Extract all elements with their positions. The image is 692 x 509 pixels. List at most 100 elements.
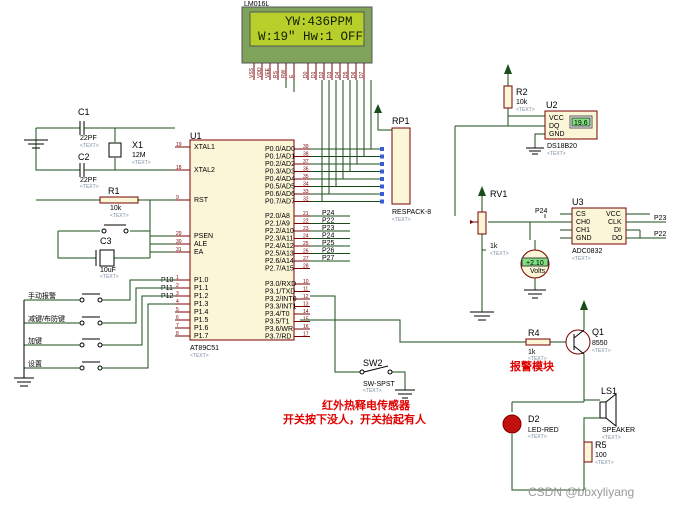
u3-pin-clk: CLK bbox=[608, 219, 622, 226]
key-button-4[interactable]: 设置 bbox=[24, 303, 175, 371]
u3-net-cs: P24 bbox=[535, 208, 548, 215]
u1-pin-number: 26 bbox=[303, 249, 309, 255]
u1-pin-name: P3.6/WR bbox=[265, 326, 293, 333]
ls1-part: SPEAKER bbox=[602, 427, 635, 434]
rp1-part: RESPACK-8 bbox=[392, 209, 431, 216]
r1-text: <TEXT> bbox=[110, 213, 129, 219]
u1-pin-name: P2.0/A8 bbox=[265, 213, 290, 220]
u1-pin-name: P2.7/A15 bbox=[265, 266, 294, 273]
u2-pin-vcc: VCC bbox=[549, 115, 564, 122]
u2-display-reading: 19.6 bbox=[574, 120, 588, 127]
u1-pin-number: 31 bbox=[176, 247, 182, 253]
u1-pin-name: P0.0/AD0 bbox=[265, 146, 295, 153]
key-button-3[interactable]: 加键 bbox=[24, 295, 175, 348]
u1-pin-number: 30 bbox=[176, 239, 182, 245]
sw2-ref: SW2 bbox=[363, 358, 383, 368]
u1-right-pins: 39P0.0/AD038P0.1/AD137P0.2/AD236P0.3/AD3… bbox=[265, 144, 350, 341]
u1-pin-number: 13 bbox=[303, 302, 309, 308]
u1-p2-net: P26 bbox=[322, 248, 335, 255]
u1-pin-name: P3.3/INT1 bbox=[265, 304, 297, 311]
u1-body bbox=[189, 139, 295, 341]
lcd-pin-label: D3 bbox=[327, 71, 333, 78]
u1-p2-net: P24 bbox=[322, 233, 335, 240]
q1-value: 8550 bbox=[592, 340, 608, 347]
adc-section: RV1 1k <TEXT> +2.10 Volts U3 CS CH0 CH1 … bbox=[454, 186, 667, 321]
ground-symbol-keys bbox=[14, 300, 34, 387]
u1-pin-number: 5 bbox=[176, 307, 179, 313]
d2-led bbox=[502, 414, 522, 434]
r2-body bbox=[503, 85, 513, 109]
r2-text: <TEXT> bbox=[516, 107, 535, 113]
rv1-value: 1k bbox=[490, 243, 498, 250]
speaker-icon bbox=[605, 392, 617, 428]
rp1-body bbox=[391, 127, 411, 205]
u2-ref: U2 bbox=[546, 100, 558, 110]
lcd-line-1: YW:436PPM bbox=[285, 15, 353, 29]
u1-pin-name: P1.0 bbox=[194, 277, 209, 284]
lcd-pin-label: D2 bbox=[319, 71, 325, 78]
u3-pin-ch0: CH0 bbox=[576, 219, 590, 226]
key-button-1[interactable]: 手动报警 bbox=[24, 279, 175, 303]
u1-pin-number: 9 bbox=[176, 195, 179, 201]
q1-ref: Q1 bbox=[592, 327, 604, 337]
u1-pin-name: P3.4/T0 bbox=[265, 311, 290, 318]
u1-pin-number: 11 bbox=[303, 287, 308, 293]
r2-value: 10k bbox=[516, 99, 528, 106]
u1-pin-number: 4 bbox=[176, 299, 179, 305]
key-label: 加键 bbox=[28, 336, 42, 345]
rp1-ref: RP1 bbox=[392, 116, 410, 126]
pir-switch[interactable]: SW2 SW-SPST <TEXT> bbox=[310, 295, 415, 399]
u1-pin-number: 39 bbox=[303, 144, 309, 150]
r5-ref: R5 bbox=[595, 440, 607, 450]
u1-pin-number: 29 bbox=[176, 231, 182, 237]
c3-text: <TEXT> bbox=[100, 274, 119, 280]
u1-pin-name: PSEN bbox=[194, 233, 213, 240]
lcd-pin-label: D7 bbox=[359, 71, 365, 78]
c3-body bbox=[99, 249, 115, 267]
key-button-2[interactable]: 减键/布防键 bbox=[24, 287, 175, 326]
u1-pin-number: 18 bbox=[176, 165, 182, 171]
u1-pin-name: P3.7/RD bbox=[265, 334, 291, 341]
u3-body bbox=[571, 207, 627, 245]
u1-pin-number: 28 bbox=[303, 264, 309, 270]
u1-pin-number: 24 bbox=[303, 234, 309, 240]
r4-text: <TEXT> bbox=[528, 356, 547, 362]
rp1-respack: RP1 RESPACK-8 <TEXT> bbox=[374, 104, 431, 223]
u1-pin-number: 10 bbox=[303, 279, 309, 285]
c1-value: 22PF bbox=[80, 135, 97, 142]
u1-pin-name: P1.7 bbox=[194, 333, 209, 340]
u1-pin-name: P0.4/AD4 bbox=[265, 176, 295, 183]
u1-pin-name: P1.6 bbox=[194, 325, 209, 332]
u1-pin-name: P2.1/A9 bbox=[265, 221, 290, 228]
lcd-line-2: W:19" Hw:1 OFF bbox=[258, 30, 363, 44]
u1-pin-name: P1.2 bbox=[194, 293, 209, 300]
u1-p2-net: P22 bbox=[322, 218, 335, 225]
alarm-circuit: R4 1k <TEXT> Q1 8550 <TEXT> LS1 SPEAKER … bbox=[300, 300, 635, 491]
r2-ref: R2 bbox=[516, 87, 528, 97]
lcd-pin-label: D4 bbox=[335, 71, 341, 78]
u1-pin-name: P2.4/A12 bbox=[265, 243, 294, 250]
u1-part: AT89C51 bbox=[190, 345, 219, 352]
u1-pin-number: 27 bbox=[303, 256, 309, 262]
u1-pin-name: P2.2/A10 bbox=[265, 228, 294, 235]
u1-pin-name: XTAL1 bbox=[194, 144, 215, 151]
u1-pin-name: P1.3 bbox=[194, 301, 209, 308]
u1-pin-name: P1.4 bbox=[194, 309, 209, 316]
sw2-text: <TEXT> bbox=[363, 388, 382, 394]
u1-ref: U1 bbox=[190, 131, 202, 141]
c1-ref: C1 bbox=[78, 107, 90, 117]
u1-pin-number: 14 bbox=[303, 309, 309, 315]
u2-part: DS18B20 bbox=[547, 143, 577, 150]
r1-value: 10k bbox=[110, 205, 122, 212]
u2-pin-dq: DQ bbox=[549, 123, 560, 130]
lcd-screen bbox=[249, 11, 365, 47]
u3-pin-do: DO bbox=[612, 235, 623, 242]
u2-display bbox=[571, 117, 591, 127]
u1-pin-number: 21 bbox=[303, 211, 309, 217]
u1-pin-number: 3 bbox=[176, 291, 179, 297]
ls1-body bbox=[599, 401, 607, 419]
